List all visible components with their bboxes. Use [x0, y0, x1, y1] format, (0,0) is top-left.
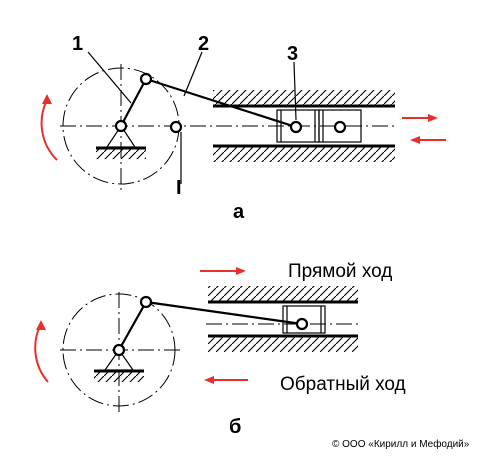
- return-arrow-icon: [204, 376, 248, 384]
- piston-pin-right-a: [333, 120, 347, 134]
- connecting-rod-b: [145, 300, 303, 326]
- crank-pivot-b: [112, 343, 126, 357]
- cylinder-a: [213, 90, 395, 162]
- ground-support-a: [96, 124, 146, 159]
- ground-support-b: [94, 348, 144, 382]
- crank-arm-a: [120, 78, 147, 127]
- crank-arm-b: [118, 301, 147, 351]
- label-axis-i: I: [176, 177, 182, 199]
- forward-arrow-icon: [200, 267, 246, 275]
- caption-b: б: [229, 416, 241, 438]
- copyright-notice: © ООО «Кирилл и Мефодий»: [332, 438, 470, 450]
- piston-pin-a: [289, 120, 303, 134]
- crank-pivot-a: [114, 119, 128, 133]
- idle-pin-a: [169, 120, 183, 134]
- piston-a: [276, 109, 362, 143]
- return-stroke-label: Обратный ход: [280, 374, 406, 395]
- figure-b: Прямой ход Обратный ход б: [34, 261, 406, 438]
- crank-pin-a: [139, 72, 153, 86]
- label-part-3: 3: [287, 43, 298, 65]
- crank-pin-b: [139, 295, 153, 309]
- piston-pin-b: [295, 317, 309, 331]
- forward-stroke-label: Прямой ход: [288, 261, 392, 282]
- reciprocation-arrows-a-icon: [402, 114, 446, 144]
- piston-b: [282, 305, 326, 334]
- connecting-rod-a: [145, 77, 297, 129]
- caption-a: а: [233, 201, 245, 223]
- label-part-1: 1: [72, 33, 83, 55]
- rotation-arrow-b-icon: [34, 320, 49, 383]
- rotation-arrow-a-icon: [40, 94, 58, 161]
- label-part-2: 2: [198, 33, 209, 55]
- figure-a: 1 2 3 I а: [40, 33, 446, 223]
- cylinder-b: [208, 286, 358, 352]
